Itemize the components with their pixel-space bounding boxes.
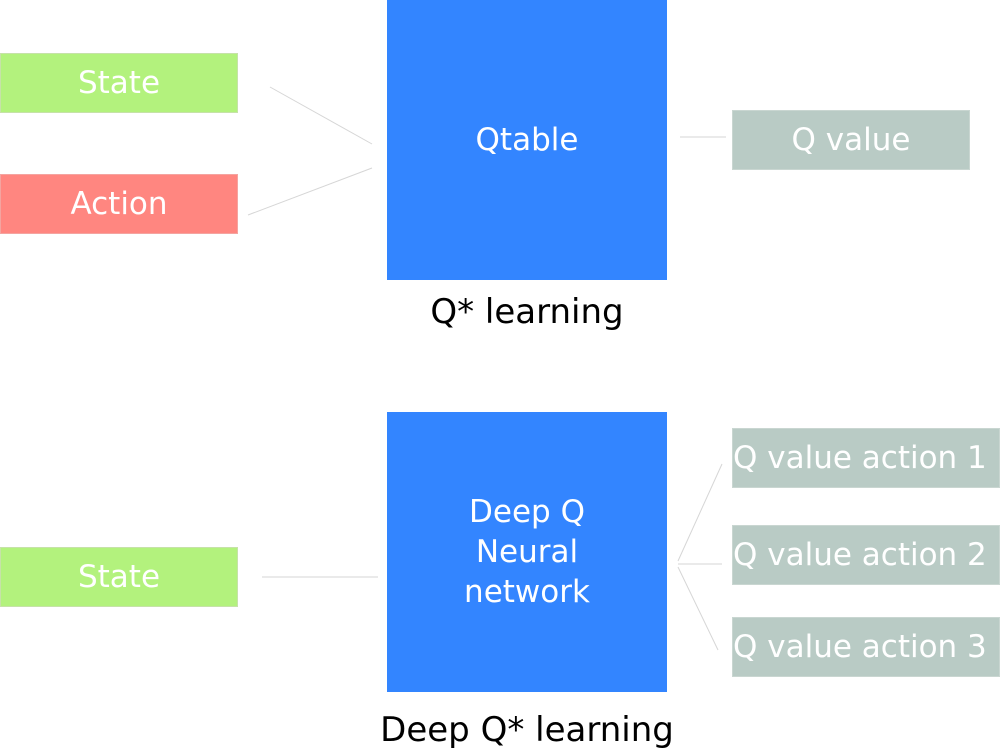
dqn-to-action1-line [677,463,723,562]
q-learning-caption: Q* learning [430,292,624,332]
deep-q-learning-caption: Deep Q* learning [380,710,674,750]
q-value-action-3-box: Q value action 3 [732,617,1000,677]
q-value-action-1-box: Q value action 1 [732,428,1000,488]
state-to-qtable-line [269,86,373,145]
state-input-box: State [0,53,238,113]
action-to-qtable-line [247,167,373,216]
dqn-state-input-box: State [0,547,238,607]
q-value-action-2-box: Q value action 2 [732,525,1000,585]
action-input-box: Action [0,174,238,234]
dqn-to-action3-line [677,566,719,651]
q-value-output-box: Q value [732,110,970,170]
deep-q-network-box: Deep Q Neural network [387,412,667,692]
qtable-box: Qtable [387,0,667,280]
